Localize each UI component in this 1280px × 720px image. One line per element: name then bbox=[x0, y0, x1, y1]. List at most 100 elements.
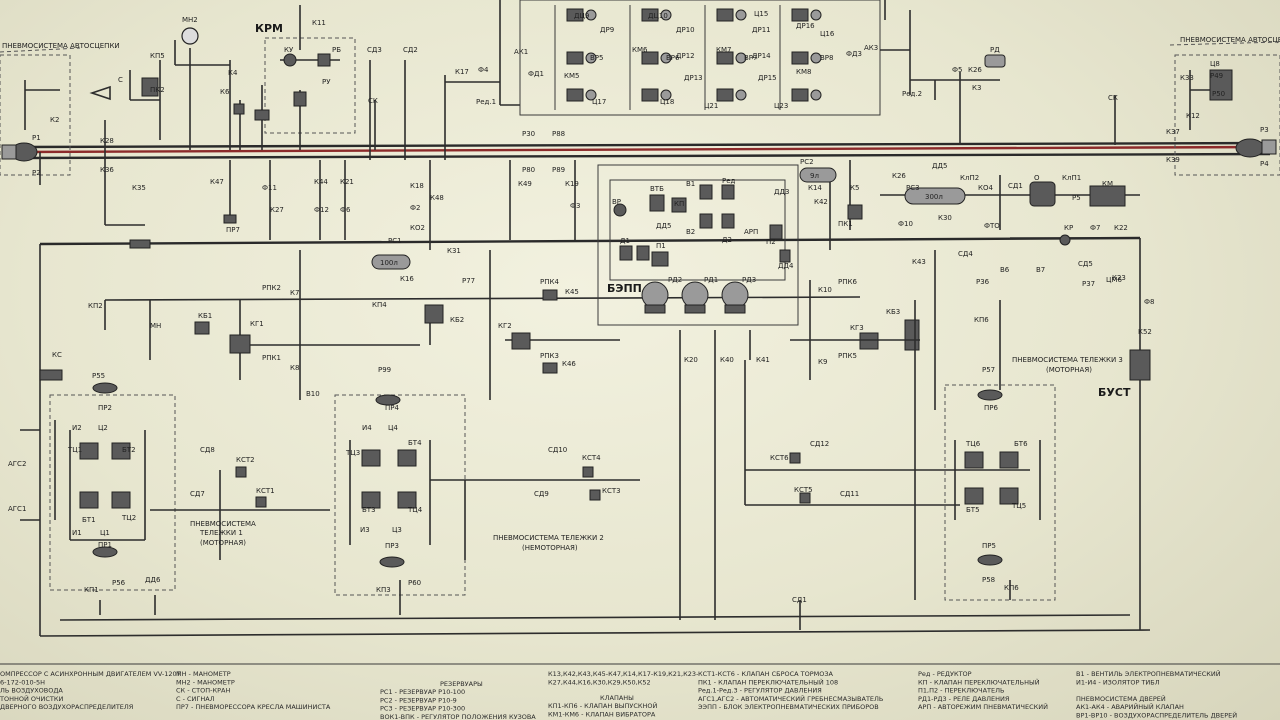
component-label-dd4: ДД4 bbox=[778, 262, 794, 270]
component-label-kp1: КП1 bbox=[84, 586, 99, 594]
legend-col2-0: РС1 - РЕЗЕРВУАР Р10-100 bbox=[380, 688, 465, 696]
legend-col0-0: ОМПРЕССОР С АСИНХРОННЫМ ДВИГАТЕЛЕМ VV-12… bbox=[0, 670, 181, 678]
component-label-c15: Ц15 bbox=[754, 10, 768, 18]
component-label-f8: Ф8 bbox=[1144, 298, 1154, 306]
component-label-sd5: СД5 bbox=[1078, 260, 1093, 268]
component-label-i4: И4 bbox=[362, 424, 372, 432]
door-cylinder bbox=[791, 88, 809, 102]
legend-col2-1: РС2 - РЕЗЕРВУАР Р10-9 bbox=[380, 696, 457, 704]
component-label-o: О bbox=[1034, 174, 1040, 182]
component-label-kp6b: КП6 bbox=[1004, 584, 1019, 592]
component-label-k31: К31 bbox=[447, 247, 461, 255]
pressure-relay bbox=[641, 281, 669, 309]
component-label-f2: Ф2 bbox=[410, 204, 420, 212]
legend-col5-2: П1,П2 - ПЕРЕКЛЮЧАТЕЛЬ bbox=[918, 687, 1004, 695]
legend-col3b-1: КМ1-КМ6 - КЛАПАН ВИБРАТОРА bbox=[548, 710, 656, 718]
component-label-bt6: БТ6 bbox=[1014, 440, 1028, 448]
component-label-kb3: КБ3 bbox=[886, 308, 900, 316]
legend-col3-0: К13,К42,К43,К45-К47,К14,К17-К19,К21,К23- bbox=[548, 670, 699, 678]
door-cylinder bbox=[716, 88, 734, 102]
bogie1-title-b: ТЕЛЕЖКИ 1 bbox=[199, 529, 243, 537]
component-label-i1: И1 bbox=[72, 529, 82, 537]
component-label-r60: Р60 bbox=[408, 579, 421, 587]
component-label-dr10: ДР10 bbox=[676, 26, 695, 34]
component-label-kc: КС bbox=[52, 351, 62, 359]
component-label-kst4: КСТ4 bbox=[582, 454, 601, 462]
legend-col6-1: И1-И4 - ИЗОЛЯТОР ТИБЛ bbox=[1076, 678, 1160, 686]
component-label-ak3: АК3 bbox=[864, 44, 878, 52]
component-label-c1: Ц1 bbox=[100, 529, 110, 537]
krm-heading: КРМ bbox=[255, 22, 283, 35]
door-valve bbox=[660, 52, 672, 64]
legend-col0-1: 6-172-010-5Н bbox=[0, 678, 45, 686]
component-label-k17: К17 bbox=[455, 68, 469, 76]
component-label-k33: К33 bbox=[1180, 74, 1194, 82]
component-label-vtb: ВТБ bbox=[650, 185, 664, 193]
door-valve bbox=[660, 89, 672, 101]
component-label-vr: ВР bbox=[612, 198, 621, 206]
component-label-red2: Ред.2 bbox=[902, 90, 922, 98]
component-label-kst5: КСТ5 bbox=[794, 486, 813, 494]
right-coupler bbox=[1114, 41, 1280, 176]
reservoir-rs1-capacity: 100л bbox=[380, 259, 398, 267]
component-label-dr9: ДР9 bbox=[600, 26, 614, 34]
component-label-p1: П1 bbox=[656, 242, 666, 250]
component-label-klp1: КлП1 bbox=[1062, 174, 1081, 182]
component-label-arp: АРП bbox=[744, 228, 758, 236]
component-label-k37: К37 bbox=[1166, 128, 1180, 136]
component-label-sd2: СД2 bbox=[403, 46, 418, 54]
legend-col6-0: В1 - ВЕНТИЛЬ ЭЛЕКТРОПНЕВМАТИЧЕСКИЙ bbox=[1076, 669, 1221, 678]
component-label-rs3: РС3 bbox=[906, 184, 920, 192]
component-label-k9: К9 bbox=[818, 358, 827, 366]
coupler-right-title: ПНЕВМОСИСТЕМА АВТОСЦЕПКИ bbox=[1180, 36, 1280, 44]
component-label-km5: КМ5 bbox=[564, 72, 579, 80]
door-valve bbox=[735, 52, 747, 64]
bust-heading: БУСТ bbox=[1098, 386, 1131, 399]
legend-col5-1: КП - КЛАПАН ПЕРЕКЛЮЧАТЕЛЬНЫЙ bbox=[918, 677, 1040, 686]
component-label-tc2: ТЦ2 bbox=[121, 514, 136, 522]
component-label-pr4: ПР4 bbox=[385, 404, 399, 412]
component-label-k12: К12 bbox=[1186, 112, 1200, 120]
component-label-ko4: КО4 bbox=[978, 184, 993, 192]
component-label-k3: К3 bbox=[972, 84, 981, 92]
component-label-k27: К27 bbox=[270, 206, 284, 214]
component-label-tc5: ТЦ5 bbox=[1011, 502, 1026, 510]
legend-col0-2: ЛЬ ВОЗДУХОВОДА bbox=[0, 687, 63, 695]
component-label-pk2: ПК2 bbox=[150, 86, 165, 94]
component-label-tc6: ТЦ6 bbox=[965, 440, 981, 448]
component-label-k4: К4 bbox=[228, 69, 238, 77]
component-label-ku: КУ bbox=[284, 46, 294, 54]
bogie-2 bbox=[334, 394, 640, 596]
component-label-k48: К48 bbox=[430, 194, 444, 202]
component-label-k20: К20 bbox=[684, 356, 698, 364]
legend-layer: ОМПРЕССОР С АСИНХРОННЫМ ДВИГАТЕЛЕМ VV-12… bbox=[0, 669, 1237, 720]
component-label-sd1: СД1 bbox=[1008, 182, 1023, 190]
component-label-bt5: БТ5 bbox=[966, 506, 980, 514]
component-label-k36: К36 bbox=[100, 166, 114, 174]
legend-col0-3: ТОННОЙ ОЧИСТКИ bbox=[0, 694, 63, 703]
component-label-kp5: КП5 bbox=[150, 52, 165, 60]
door-cylinder bbox=[716, 8, 734, 22]
component-label-pr5: ПР5 bbox=[982, 542, 996, 550]
component-label-f11: Ф11 bbox=[262, 184, 277, 192]
component-label-k10: К10 bbox=[818, 286, 832, 294]
component-label-k7: К7 bbox=[290, 289, 299, 297]
component-label-klp2: КлП2 bbox=[960, 174, 979, 182]
door-valve bbox=[735, 9, 747, 21]
bogie3-title-a: ПНЕВМОСИСТЕМА ТЕЛЕЖКИ 3 bbox=[1012, 356, 1123, 364]
pressure-relay bbox=[681, 281, 709, 309]
component-label-k41: К41 bbox=[756, 356, 770, 364]
component-label-ags2: АГС2 bbox=[8, 460, 26, 468]
component-label-r30: Р30 bbox=[522, 130, 535, 138]
legend-col4-3: АГС1,АГС2 - АВТОМАТИЧЕСКИЙ ГРЕБНЕСМАЗЫВА… bbox=[698, 694, 883, 703]
component-label-tc3: ТЦ3 bbox=[345, 449, 360, 457]
legend-reservoirs-title: РЕЗЕРВУАРЫ bbox=[440, 680, 483, 688]
component-label-v10: В10 bbox=[306, 390, 320, 398]
bogie2-title-b: (НЕМОТОРНАЯ) bbox=[522, 544, 578, 552]
component-label-r57: Р57 bbox=[982, 366, 995, 374]
door-valve bbox=[810, 89, 822, 101]
component-label-k19: К19 bbox=[565, 180, 579, 188]
door-valve bbox=[810, 52, 822, 64]
component-label-k52: К52 bbox=[1138, 328, 1152, 336]
